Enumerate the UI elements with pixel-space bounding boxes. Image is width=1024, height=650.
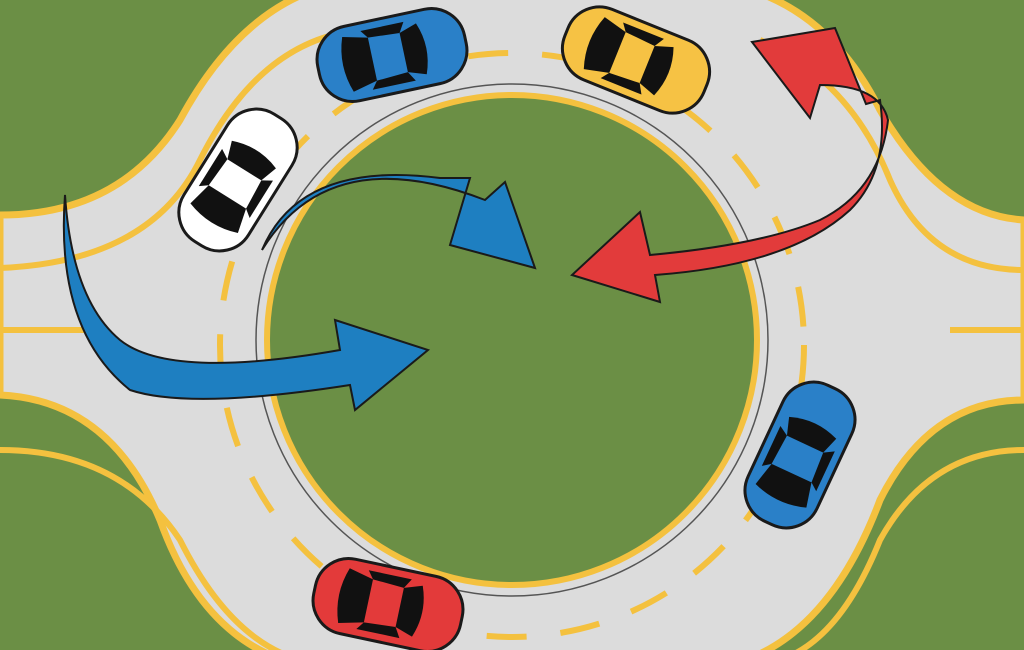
- center-island-ring: [255, 83, 769, 597]
- red-arrow: [570, 26, 890, 304]
- blue-arrow-lower: [62, 194, 431, 412]
- blue-arrow-upper: [261, 174, 537, 270]
